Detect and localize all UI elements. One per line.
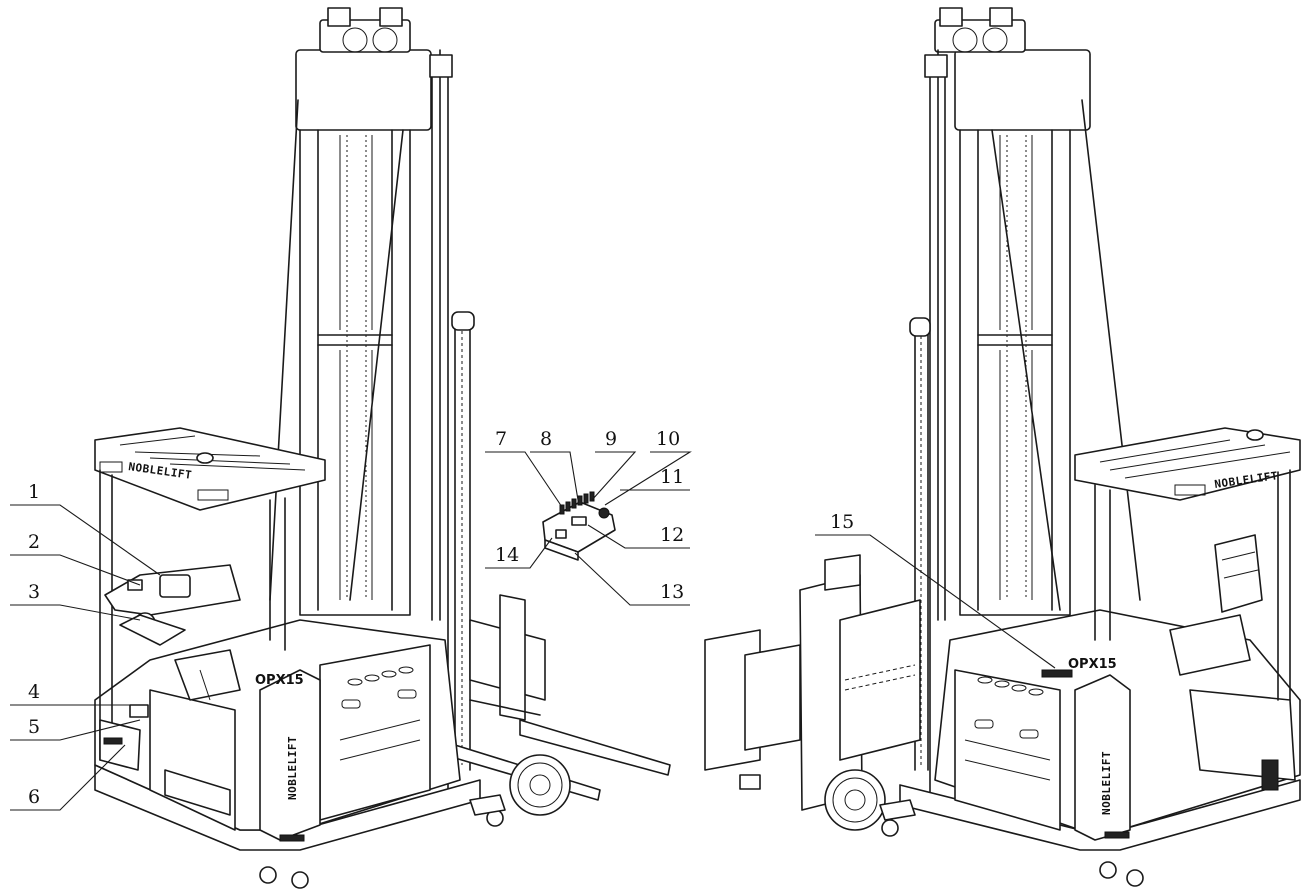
- left-cab: NOBLELIFT OPX15: [94, 427, 326, 761]
- callout-number-14: 14: [495, 544, 519, 566]
- right-cab: NOBLELIFT OPX15: [1068, 427, 1301, 701]
- callout-number-7: 7: [495, 428, 507, 450]
- callout-number-2: 2: [28, 531, 40, 553]
- callout-numbers: 1 2 3 4 5 6 7 8 9 10 11 12 13 14 15: [28, 428, 854, 808]
- left-controls: [99, 564, 241, 771]
- right-brand-side-text: NOBLELIFT: [1100, 751, 1113, 815]
- callout-number-10: 10: [656, 428, 680, 450]
- left-truck-view: NOBLELIFT NOBLELIFT OPX15: [94, 7, 671, 889]
- callout-number-3: 3: [28, 581, 40, 603]
- right-model-text: OPX15: [1068, 657, 1117, 672]
- callout-number-12: 12: [660, 524, 684, 546]
- right-attachment: [704, 554, 921, 811]
- callout-number-15: 15: [830, 511, 854, 533]
- callout-number-11: 11: [660, 466, 684, 488]
- control-panel-detail: [542, 491, 616, 561]
- left-chassis: NOBLELIFT: [94, 619, 481, 851]
- callout-number-13: 13: [660, 581, 684, 603]
- right-truck-view: NOBLELIFT NOBLELIFT OPX15: [704, 7, 1301, 887]
- left-wheels: [259, 754, 571, 889]
- callout-number-1: 1: [28, 481, 40, 503]
- callout-number-9: 9: [605, 428, 617, 450]
- callout-number-4: 4: [28, 681, 40, 703]
- callout-number-8: 8: [540, 428, 552, 450]
- left-model-text: OPX15: [255, 673, 304, 688]
- callout-lines: [10, 451, 1056, 811]
- callout-number-5: 5: [28, 716, 40, 738]
- callout-number-6: 6: [28, 786, 40, 808]
- right-wheels: [824, 769, 1144, 887]
- left-brand-side-text: NOBLELIFT: [286, 736, 299, 800]
